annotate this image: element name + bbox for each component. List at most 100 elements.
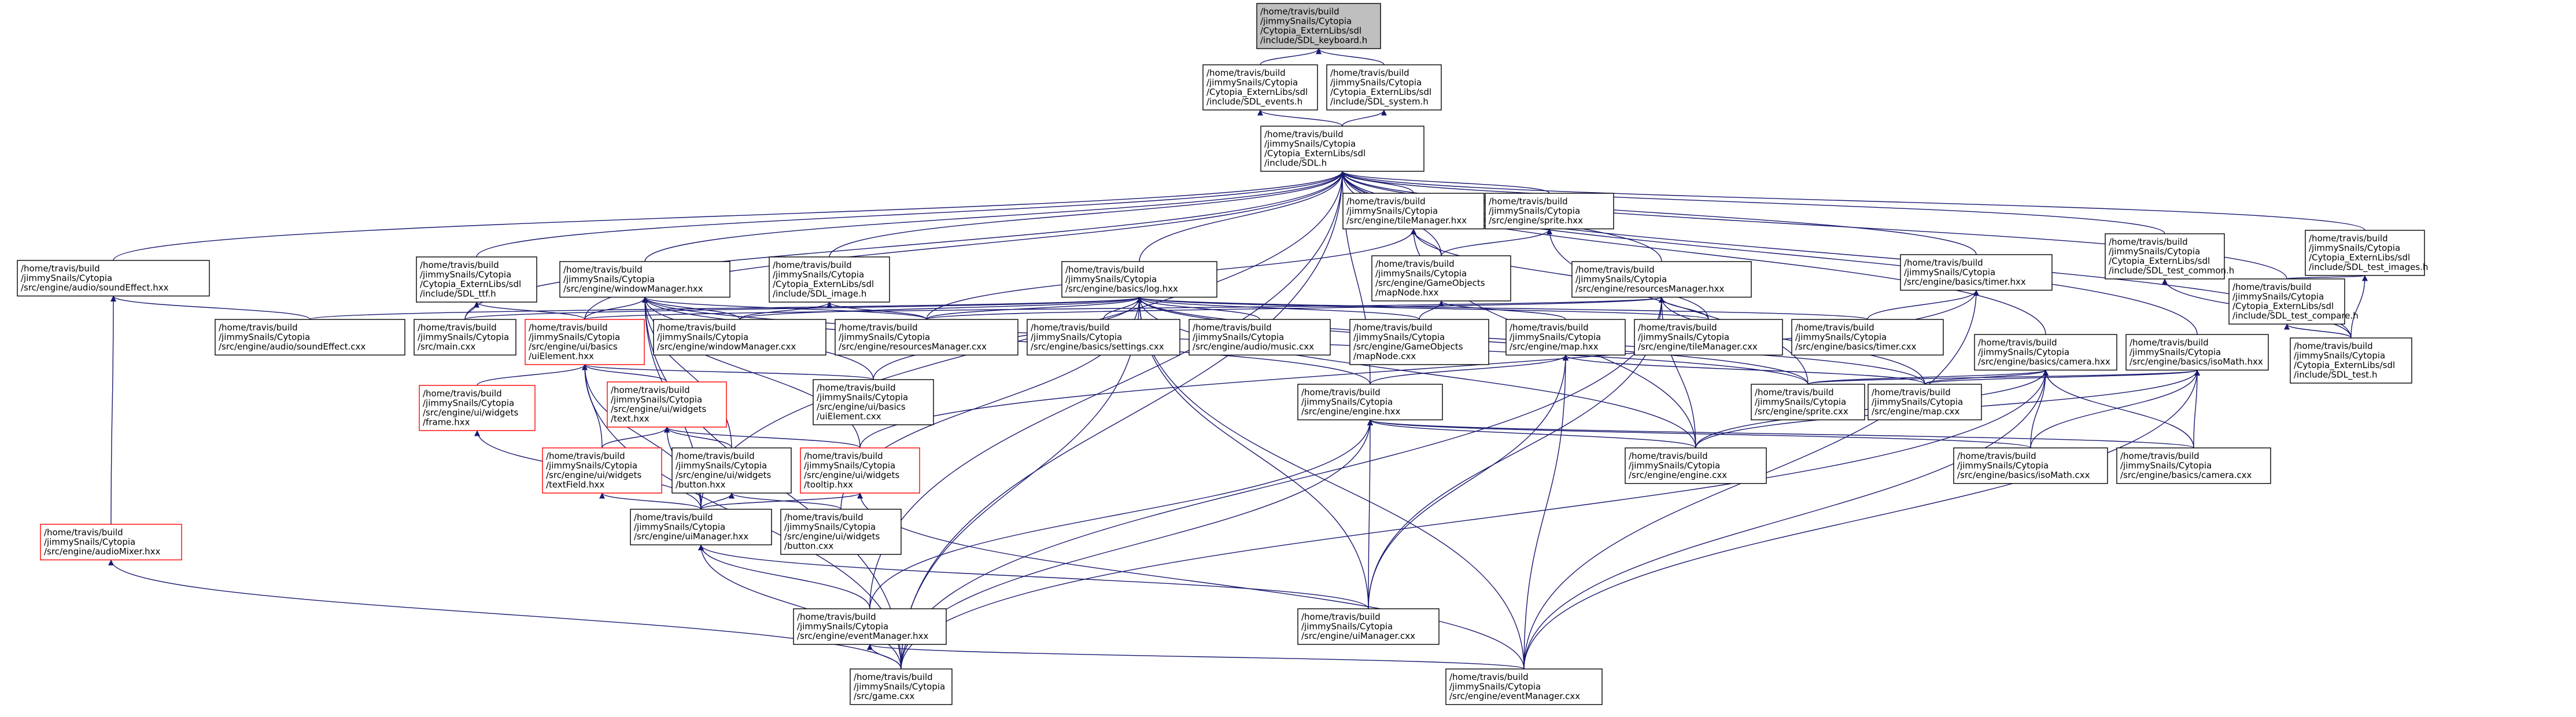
include-edge	[2286, 275, 2368, 281]
file-node-label: /src/engine/basics/timer.cxx	[1795, 341, 1917, 352]
file-node[interactable]: /home/travis/build/jimmySnails/Cytopia/s…	[1349, 319, 1489, 365]
file-node[interactable]: /home/travis/build/jimmySnails/Cytopia/s…	[17, 260, 210, 297]
file-node[interactable]: /home/travis/build/jimmySnails/Cytopia/C…	[1202, 64, 1318, 111]
file-node-label: /jimmySnails/Cytopia	[1795, 332, 1887, 343]
file-node[interactable]: /home/travis/build/jimmySnails/Cytopia/s…	[835, 319, 1018, 356]
file-node-label: /jimmySnails/Cytopia	[784, 522, 876, 532]
include-edge	[1339, 171, 2165, 234]
file-node-label: /src/engine/map.hxx	[1510, 341, 1599, 352]
file-node-label: /src/engine/GameObjects	[1353, 341, 1463, 352]
file-node[interactable]: /home/travis/build/jimmySnails/Cytopia/s…	[607, 381, 727, 428]
file-node[interactable]: /home/travis/build/jimmySnails/Cytopia/s…	[1485, 193, 1614, 230]
file-node-label: /home/travis/build	[2130, 337, 2209, 348]
file-node-label: /include/SDL_system.h	[1330, 97, 1429, 108]
file-node-label: /jimmySnails/Cytopia	[839, 332, 930, 343]
file-node-box	[1297, 384, 1443, 421]
file-node-box	[1349, 319, 1489, 365]
file-node[interactable]: /home/travis/build/jimmySnails/Cytopia/s…	[800, 447, 920, 494]
file-node-box	[215, 319, 405, 356]
file-node[interactable]: /home/travis/build/jimmySnails/Cytopia/s…	[1900, 254, 2053, 291]
file-node-label: /home/travis/build	[817, 383, 896, 393]
file-node-label: /include/SDL.h	[1264, 158, 1327, 168]
file-node[interactable]: /home/travis/build/jimmySnails/Cytopia/s…	[419, 385, 536, 431]
file-node[interactable]: /home/travis/build/jimmySnails/Cytopia/s…	[1371, 255, 1511, 301]
file-node[interactable]: /home/travis/build/jimmySnails/Cytopia/s…	[1061, 261, 1217, 298]
file-node-label: /home/travis/build	[529, 322, 608, 333]
file-node-box	[1256, 3, 1381, 49]
file-node[interactable]: /home/travis/build/jimmySnails/Cytopia/s…	[671, 447, 792, 494]
file-node[interactable]: /home/travis/build/jimmySnails/Cytopia/s…	[850, 668, 953, 705]
file-node-label: /src/engine/sprite.hxx	[1489, 215, 1583, 226]
file-node[interactable]: /home/travis/build/jimmySnails/Cytopia/s…	[525, 319, 645, 365]
include-edge	[1260, 48, 1322, 65]
file-node-label: /jimmySnails/Cytopia	[423, 398, 514, 409]
file-node[interactable]: /home/travis/build/jimmySnails/Cytopia/s…	[630, 509, 772, 546]
file-node-label: /src/engine/ui/widgets	[611, 404, 707, 414]
file-node[interactable]: /home/travis/build/jimmySnails/Cytopia/C…	[1260, 126, 1424, 172]
file-node[interactable]: /home/travis/build/jimmySnails/Cytopia/s…	[1625, 447, 1767, 484]
file-node[interactable]: /home/travis/build/jimmySnails/Cytopia/s…	[40, 524, 182, 561]
include-edge	[1367, 419, 2031, 448]
file-node[interactable]: /home/travis/build/jimmySnails/Cytopia/C…	[2228, 278, 2359, 325]
file-node[interactable]: /home/travis/build/jimmySnails/Cytopia/s…	[653, 319, 826, 356]
include-edge	[584, 296, 1665, 320]
file-node-label: /src/engine/resourcesManager.hxx	[1575, 284, 1724, 294]
file-node[interactable]: /home/travis/build/jimmySnails/Cytopia/s…	[1445, 668, 1603, 705]
file-node[interactable]: /home/travis/build/jimmySnails/Cytopia/s…	[1027, 319, 1180, 356]
file-node[interactable]: /home/travis/build/jimmySnails/Cytopia/s…	[542, 447, 662, 494]
file-node-label: /src/engine/eventManager.cxx	[1449, 691, 1580, 701]
file-node[interactable]: /home/travis/build/jimmySnails/Cytopia/C…	[769, 256, 890, 303]
file-node-box	[1974, 334, 2117, 371]
file-node-label: /jimmySnails/Cytopia	[817, 392, 908, 403]
file-node-label: /jimmySnails/Cytopia	[420, 270, 511, 280]
include-edge	[1136, 296, 1868, 320]
file-node-label: /src/engine/audioMixer.hxx	[44, 546, 160, 557]
file-node[interactable]: /home/travis/build/jimmySnails/Cytopia/s…	[414, 319, 516, 356]
file-node-box	[1625, 447, 1767, 484]
file-node-label: /home/travis/build	[1206, 68, 1286, 78]
file-node[interactable]: /home/travis/build/jimmySnails/Cytopia/s…	[1342, 193, 1485, 230]
file-node-label: /home/travis/build	[1489, 196, 1568, 207]
file-node[interactable]: /home/travis/build/jimmySnails/Cytopia/s…	[2125, 334, 2269, 371]
file-node-box	[416, 256, 537, 303]
include-edge	[1523, 370, 2049, 670]
file-node[interactable]: /home/travis/build/jimmySnails/Cytopia/s…	[2116, 447, 2271, 484]
include-edge	[1411, 229, 1709, 320]
file-node-label: /home/travis/build	[1264, 129, 1344, 139]
file-node[interactable]: /home/travis/build/jimmySnails/Cytopia/s…	[1505, 319, 1626, 356]
file-node-label: /Cytopia_ExternLibs/sdl	[2294, 360, 2395, 371]
include-edge	[582, 364, 874, 380]
file-node[interactable]: /home/travis/build/jimmySnails/Cytopia/C…	[2305, 230, 2429, 276]
file-node[interactable]: /home/travis/build/jimmySnails/Cytopia/s…	[1634, 319, 1783, 356]
file-node-label: /jimmySnails/Cytopia	[1346, 206, 1438, 216]
include-edge	[1257, 109, 1343, 127]
file-node[interactable]: /home/travis/build/jimmySnails/Cytopia/s…	[780, 509, 902, 555]
file-node[interactable]: /home/travis/build/jimmySnails/Cytopia/s…	[1974, 334, 2117, 371]
file-node-box	[1953, 447, 2108, 484]
file-node[interactable]: /home/travis/build/jimmySnails/Cytopia/s…	[1751, 384, 1865, 421]
file-node[interactable]: /home/travis/build/jimmySnails/Cytopia/s…	[1297, 384, 1443, 421]
include-edge	[2284, 323, 2352, 339]
file-node-label: /src/engine/ui/widgets	[676, 470, 772, 480]
file-node[interactable]: /home/travis/build/jimmySnails/Cytopia/s…	[215, 319, 405, 356]
file-node[interactable]: /home/travis/build/jimmySnails/Cytopia/s…	[1297, 608, 1440, 645]
file-node-label: /src/engine/tileManager.hxx	[1346, 215, 1467, 226]
file-node[interactable]: /home/travis/build/jimmySnails/Cytopia/C…	[2290, 337, 2412, 384]
file-node[interactable]: /home/travis/build/jimmySnails/Cytopia/s…	[1189, 319, 1331, 356]
file-node[interactable]: /home/travis/build/jimmySnails/Cytopia/s…	[1791, 319, 1944, 356]
file-node-label: /home/travis/build	[1904, 258, 1983, 268]
file-node[interactable]: /home/travis/build/jimmySnails/Cytopia/C…	[2105, 233, 2234, 280]
file-node-box	[2116, 447, 2271, 484]
file-node[interactable]: /home/travis/build/jimmySnails/Cytopia/C…	[1326, 64, 1442, 111]
file-node[interactable]: /home/travis/build/jimmySnails/Cytopia/s…	[1868, 384, 1982, 421]
include-edge	[1367, 419, 2194, 448]
file-node-label: /src/engine/audio/music.cxx	[1193, 341, 1314, 352]
file-node[interactable]: /home/travis/build/jimmySnails/Cytopia/s…	[1571, 261, 1752, 298]
file-node-label: /jimmySnails/Cytopia	[21, 273, 112, 284]
file-node[interactable]: /home/travis/build/jimmySnails/Cytopia/s…	[1953, 447, 2108, 484]
file-node-label: /Cytopia_ExternLibs/sdl	[2309, 252, 2410, 263]
file-node[interactable]: /home/travis/build/jimmySnails/Cytopia/C…	[416, 256, 537, 303]
file-node[interactable]: /home/travis/build/jimmySnails/Cytopia/s…	[813, 379, 934, 425]
file-node[interactable]: /home/travis/build/jimmySnails/Cytopia/s…	[559, 261, 730, 298]
file-node[interactable]: /home/travis/build/jimmySnails/Cytopia/s…	[793, 608, 947, 645]
